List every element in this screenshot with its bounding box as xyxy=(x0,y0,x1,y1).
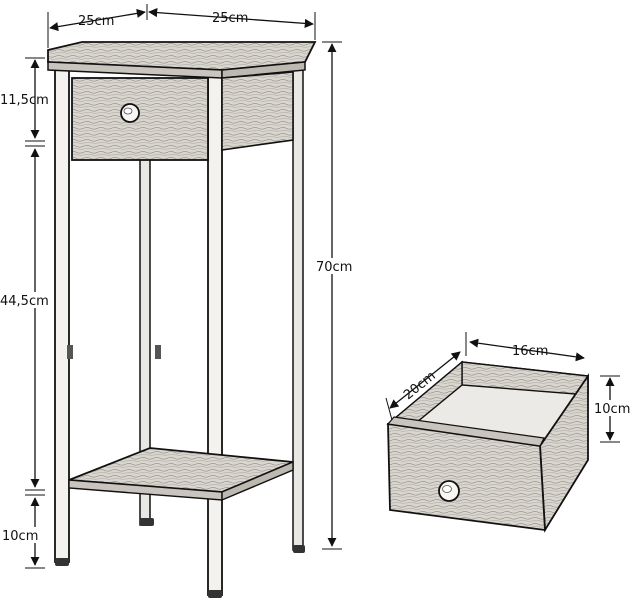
leg-joint-left xyxy=(67,345,73,359)
drawer-width-label: 16cm xyxy=(512,344,548,359)
width-dimension-line xyxy=(148,8,314,28)
foot-back-right xyxy=(293,545,305,553)
label-backdrop-drawer-height xyxy=(594,400,632,416)
table-top-side-edge xyxy=(221,61,306,79)
foot-front-left xyxy=(55,558,69,566)
table-dimensions: 25cm 25cm 11,5cm 44,5cm 10cm 70cm xyxy=(0,4,360,569)
drawer-section-height-label: 11,5cm xyxy=(0,93,49,108)
back-right-leg xyxy=(292,69,304,551)
drawer-knob-highlight xyxy=(123,107,133,115)
side-table-drawing xyxy=(47,41,317,598)
drawer-front xyxy=(71,77,209,161)
bottom-shelf-side-edge xyxy=(221,460,294,502)
drawer-depth-dimension-line xyxy=(389,351,461,409)
leg-joint-mid xyxy=(155,345,161,359)
drawer-width-dimension-line xyxy=(469,338,585,362)
middle-section-height-label: 44,5cm xyxy=(0,294,49,309)
front-right-leg xyxy=(207,69,223,596)
drawer-side-panel xyxy=(221,71,294,151)
label-backdrop-44-5 xyxy=(0,292,52,308)
label-backdrop-10 xyxy=(0,527,52,543)
leg-clearance-height-label: 10cm xyxy=(2,529,38,544)
width-label: 25cm xyxy=(212,11,248,26)
depth-label: 25cm xyxy=(78,14,114,29)
label-backdrop-70 xyxy=(314,258,360,274)
drawer-detail-knob-highlight xyxy=(442,485,452,493)
front-left-leg xyxy=(54,61,70,563)
total-height-label: 70cm xyxy=(316,260,352,275)
foot-front-right xyxy=(208,590,222,598)
depth-dimension-line xyxy=(49,8,146,32)
foot-back-left xyxy=(140,518,154,526)
drawer-height-label: 10cm xyxy=(594,402,630,417)
drawer-depth-extension xyxy=(385,397,393,421)
